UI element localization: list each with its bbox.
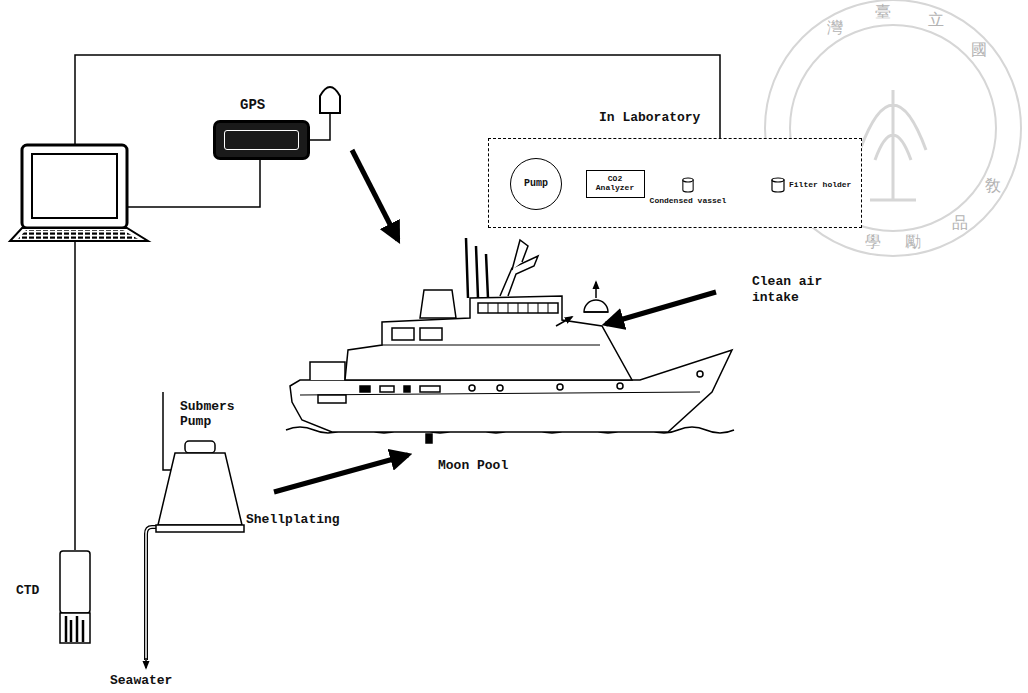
watermark-char: 勵 — [905, 234, 921, 250]
submersible-pump: Submers Pump — [150, 440, 250, 538]
watermark-char: 立 — [928, 12, 944, 28]
watermark-char: 敎 — [985, 178, 1001, 194]
watermark-char: 臺 — [875, 4, 891, 20]
intake-pipe-inner — [146, 527, 160, 660]
watermark-char: 品 — [952, 215, 968, 231]
data-wire — [75, 55, 720, 550]
watermark-char: 灣 — [827, 20, 843, 36]
ctd-probe: CTD — [56, 550, 94, 646]
node-text: CO2 Analyzer — [591, 174, 639, 192]
node-label: CTD — [16, 584, 52, 599]
vessel-symbol: Condensed vassel — [682, 177, 694, 192]
callout-label: Shellplating — [246, 512, 366, 528]
callout-label: Seawater — [110, 673, 190, 689]
node-label: Condensed vassel — [644, 196, 732, 205]
vessel-symbol: Filter holder — [771, 177, 785, 192]
analyzer-box: CO2 Analyzer — [586, 170, 645, 198]
node-label: In Laboratory — [599, 111, 739, 126]
research-ship — [286, 238, 734, 443]
node-label: Submers Pump — [180, 400, 246, 430]
node-label: Filter holder — [789, 180, 863, 189]
watermark-char: 學 — [865, 234, 881, 250]
laptop-computer — [10, 145, 148, 241]
pump-circle: Pump — [510, 158, 562, 210]
callout-label: Clean air intake — [752, 274, 836, 307]
gps-unit: GPS — [213, 120, 310, 160]
node-text: Pump — [524, 178, 548, 190]
callout-label: Moon Pool — [438, 458, 528, 474]
air-intake-symbol — [556, 282, 608, 326]
intake-pipe — [146, 527, 160, 660]
watermark-char: 國 — [971, 42, 987, 58]
node-label: GPS — [240, 97, 300, 113]
gps-antenna — [320, 87, 340, 113]
flow-arrow — [145, 658, 147, 668]
laboratory-box: In LaboratoryPumpCO2 AnalyzerCondensed v… — [488, 138, 862, 228]
